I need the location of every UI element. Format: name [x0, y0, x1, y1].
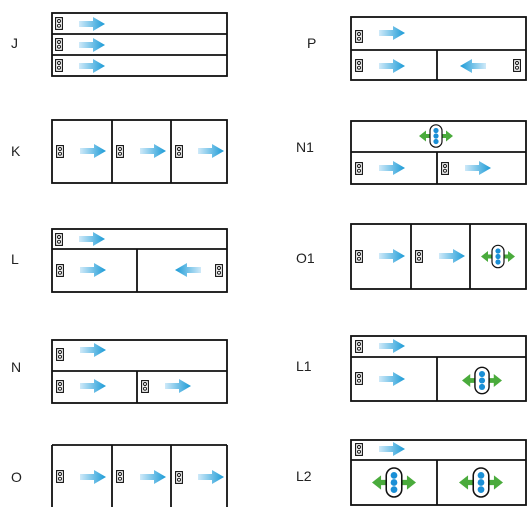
blue-arrow-icon — [460, 59, 486, 73]
blue-arrow-icon — [140, 144, 166, 158]
panel-l1 — [350, 335, 527, 402]
blue-arrow-icon — [379, 372, 405, 386]
lock-icon — [355, 162, 363, 175]
blue-arrow-icon — [80, 343, 106, 357]
lock-icon — [56, 145, 64, 158]
blue-arrow-icon — [79, 17, 105, 31]
blue-arrow-icon — [379, 249, 405, 263]
panel-o — [51, 444, 228, 507]
lock-icon — [55, 233, 63, 246]
blue-arrow-icon — [80, 144, 106, 158]
lock-icon — [56, 379, 64, 394]
lock-icon — [355, 29, 363, 44]
blue-arrow-icon — [439, 249, 465, 263]
blue-arrow-icon — [198, 144, 224, 158]
lock-icon — [215, 263, 223, 278]
lock-icon — [116, 470, 124, 483]
panel-o1 — [350, 223, 527, 290]
lock-icon — [56, 347, 64, 362]
config-label-o1: O1 — [296, 250, 315, 266]
panel-n1 — [350, 120, 527, 185]
bidirectional-lock-icon — [372, 467, 416, 498]
blue-arrow-icon — [165, 379, 191, 393]
blue-arrow-icon — [379, 59, 405, 73]
lock-icon — [355, 250, 363, 263]
blue-arrow-icon — [80, 263, 106, 277]
config-label-l2: L2 — [296, 468, 312, 484]
panel-n — [51, 339, 228, 404]
bidirectional-lock-icon — [481, 244, 515, 269]
lock-icon — [355, 340, 363, 353]
lock-icon — [355, 371, 363, 386]
lock-icon — [513, 59, 521, 72]
config-label-n: N — [11, 359, 21, 375]
config-label-o: O — [11, 469, 22, 485]
lock-icon — [175, 145, 183, 158]
config-label-n1: N1 — [296, 139, 314, 155]
blue-arrow-icon — [79, 38, 105, 52]
bidirectional-lock-icon — [459, 467, 503, 498]
config-label-l: L — [11, 251, 19, 267]
lock-icon — [56, 470, 64, 483]
panel-p — [350, 16, 527, 81]
panel-l — [51, 228, 228, 293]
bidirectional-lock-icon — [419, 124, 453, 148]
lock-icon — [55, 59, 63, 72]
blue-arrow-icon — [79, 232, 105, 246]
blue-arrow-icon — [140, 470, 166, 484]
config-label-l1: L1 — [296, 358, 312, 374]
lock-icon — [55, 17, 63, 30]
lock-icon — [175, 470, 183, 485]
lock-icon — [141, 380, 149, 393]
lock-icon — [116, 145, 124, 158]
lock-icon — [355, 59, 363, 72]
panel-l2 — [350, 439, 527, 506]
blue-arrow-icon — [379, 442, 405, 456]
lock-icon — [441, 162, 449, 175]
panel-k — [51, 119, 228, 184]
blue-arrow-icon — [80, 379, 106, 393]
blue-arrow-icon — [175, 263, 201, 277]
blue-arrow-icon — [379, 161, 405, 175]
panel-j — [51, 12, 228, 77]
blue-arrow-icon — [379, 339, 405, 353]
lock-icon — [415, 250, 423, 263]
blue-arrow-icon — [198, 470, 224, 484]
config-label-j: J — [11, 35, 18, 51]
config-label-p: P — [307, 35, 316, 51]
blue-arrow-icon — [465, 161, 491, 175]
lock-icon — [56, 263, 64, 278]
lock-icon — [55, 38, 63, 51]
bidirectional-lock-icon — [462, 366, 502, 395]
blue-arrow-icon — [379, 26, 405, 40]
config-label-k: K — [11, 143, 21, 159]
blue-arrow-icon — [79, 59, 105, 73]
lock-icon — [355, 443, 363, 456]
blue-arrow-icon — [80, 470, 106, 484]
